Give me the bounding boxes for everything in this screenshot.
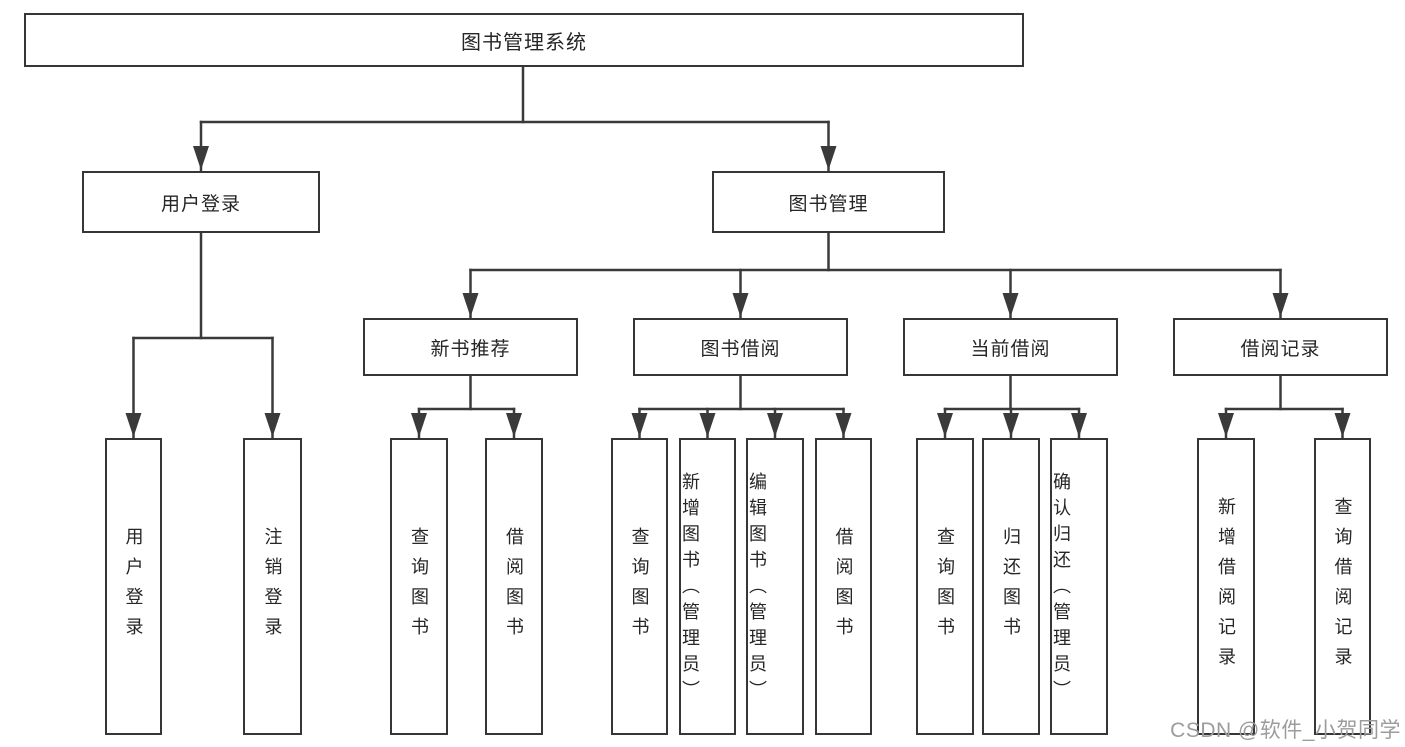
leaf-records-add-record: 新增借阅记录 [1197,438,1255,735]
leaf-current-return-books: 归还图书 [982,438,1040,735]
leaf-records-query-record: 查询借阅记录 [1314,438,1371,735]
leaf-current-confirm-return-label: 确认归还（管理员） [1051,472,1071,706]
leaf-current-confirm-return: 确认归还（管理员） [1050,438,1108,735]
leaf-borrowing-query-books: 查询图书 [611,438,668,735]
node-borrowing-records-label: 借阅记录 [1240,338,1321,360]
leaf-borrowing-query-books-label: 查询图书 [629,526,650,647]
leaf-records-add-record-label: 新增借阅记录 [1216,496,1236,677]
node-library-system-label: 图书管理系统 [461,31,587,54]
node-book-management: 图书管理 [712,171,945,233]
node-current-borrowing: 当前借阅 [903,318,1118,376]
leaf-current-query-books-label: 查询图书 [935,526,955,647]
leaf-recommend-query-books: 查询图书 [390,438,448,735]
leaf-borrowing-add-books: 新增图书（管理员） [679,438,736,735]
leaf-records-query-record-label: 查询借阅记录 [1332,496,1353,677]
leaf-borrowing-edit-books-label: 编辑图书（管理员） [747,472,767,706]
leaf-recommend-query-books-label: 查询图书 [409,526,429,647]
leaf-user-login-label: 用户登录 [123,526,144,647]
node-new-book-recommend-label: 新书推荐 [430,338,511,360]
node-current-borrowing-label: 当前借阅 [970,338,1051,360]
node-user-login-group: 用户登录 [82,171,320,233]
leaf-logout-label: 注销登录 [262,526,283,647]
leaf-recommend-borrow-books-label: 借阅图书 [504,526,524,647]
node-book-management-label: 图书管理 [788,193,869,215]
node-borrowing-records: 借阅记录 [1173,318,1388,376]
leaf-recommend-borrow-books: 借阅图书 [485,438,543,735]
leaf-borrowing-borrow-books: 借阅图书 [815,438,872,735]
csdn-watermark: CSDN @软件_小贺同学 [1170,719,1401,742]
leaf-current-query-books: 查询图书 [916,438,974,735]
node-library-system: 图书管理系统 [24,13,1024,67]
leaf-logout: 注销登录 [243,438,302,735]
leaf-borrowing-add-books-label: 新增图书（管理员） [680,472,700,706]
node-new-book-recommend: 新书推荐 [363,318,578,376]
leaf-borrowing-edit-books: 编辑图书（管理员） [746,438,804,735]
node-book-borrowing-label: 图书借阅 [700,338,781,360]
leaf-current-return-books-label: 归还图书 [1001,526,1021,647]
leaf-borrowing-borrow-books-label: 借阅图书 [833,526,854,647]
leaf-user-login: 用户登录 [105,438,162,735]
node-user-login-group-label: 用户登录 [160,193,241,215]
node-book-borrowing: 图书借阅 [633,318,848,376]
